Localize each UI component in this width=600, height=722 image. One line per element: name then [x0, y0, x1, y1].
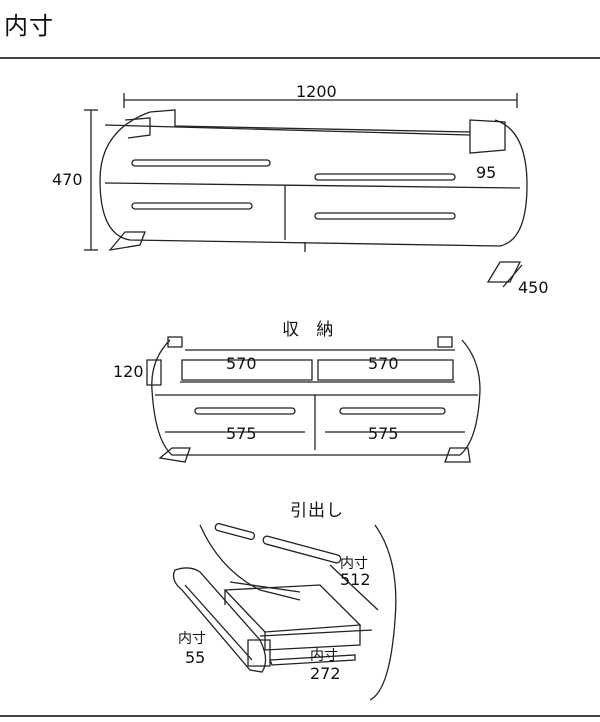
width-label: 1200 [296, 82, 337, 101]
upper-left-width-label: 570 [226, 354, 257, 373]
drawer-width-label: 272 [310, 664, 341, 683]
top-box-label: 95 [476, 163, 497, 182]
inner-label-width: 内寸 [310, 648, 338, 664]
drawer-depth-label: 512 [340, 570, 371, 589]
top-divider [0, 57, 600, 59]
upper-right-width-label: 570 [368, 354, 399, 373]
inner-label-height: 内寸 [178, 631, 206, 647]
drawer-section-title: 引出し [290, 501, 344, 521]
bottom-divider [0, 715, 600, 717]
page-title: 内寸 [4, 12, 54, 40]
shelf-height-label: 120 [113, 362, 144, 381]
lower-right-width-label: 575 [368, 424, 399, 443]
storage-section-title: 収 納 [282, 320, 340, 340]
height-label: 470 [52, 170, 83, 189]
depth-label: 450 [518, 278, 549, 297]
inner-label-depth: 内寸 [340, 556, 368, 572]
lower-left-width-label: 575 [226, 424, 257, 443]
drawer-height-label: 55 [185, 648, 206, 667]
